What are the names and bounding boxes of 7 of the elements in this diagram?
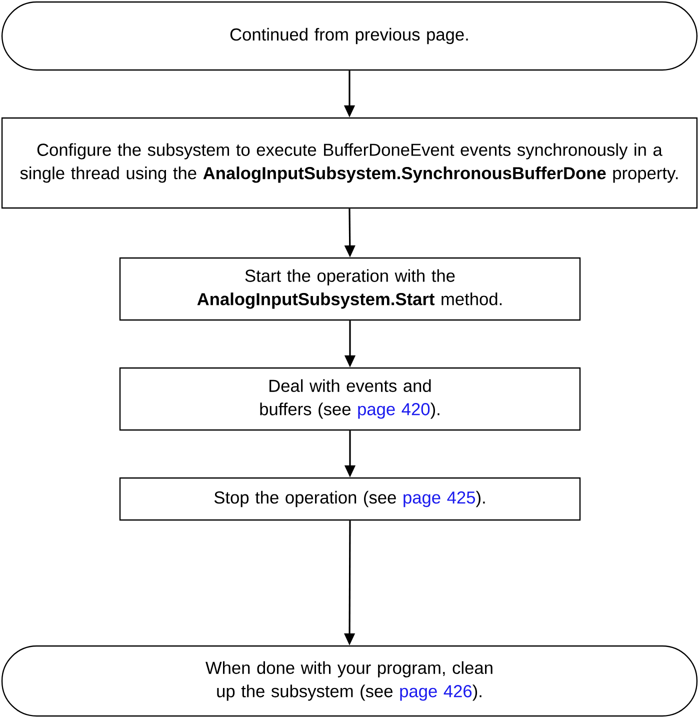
process-box: Start the operation with the AnalogInputSubsystem.Start method. [119,257,581,321]
link: page 425 [404,491,475,508]
process-box: Configure the subsystem to execute BufferDoneEvent events synchronously in a single thread using the AnalogInputSubsystem.SynchronousBufferDone property. [1,117,698,209]
link: page 426 [400,685,472,701]
link: page 420 [358,403,430,419]
process-box: Stop the operation (see page 425). [119,477,581,521]
process-box: Deal with events and buffers (see page 420). [119,367,581,431]
